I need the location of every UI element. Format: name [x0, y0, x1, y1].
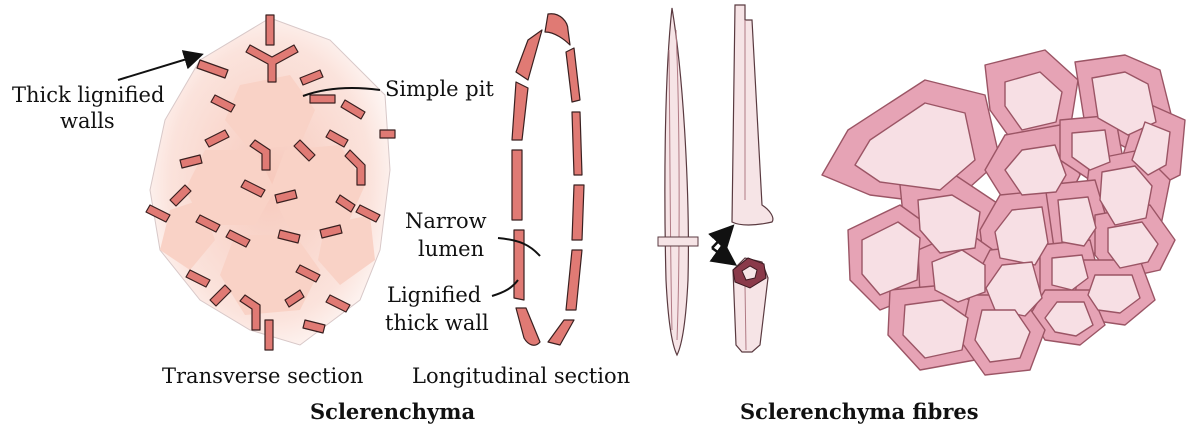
title-sclerenchyma-fibres: Sclerenchyma fibres — [740, 399, 979, 424]
fibre-cut-band — [657, 236, 699, 247]
label-narrow-lumen-line1: Narrow — [405, 209, 487, 233]
label-thick-lignified-walls-line2: walls — [60, 109, 115, 133]
narrow-lumen-leader — [497, 237, 541, 257]
fibre-long — [657, 7, 699, 357]
longitudinal-section — [511, 13, 585, 346]
fibre-bottom-piece — [732, 257, 769, 353]
fibre-mosaic — [821, 49, 1186, 376]
lignified-wall-leader — [491, 279, 519, 297]
transverse-section — [145, 14, 396, 351]
label-narrow-lumen-line2: lumen — [418, 237, 485, 261]
label-lignified-thick-wall-line1: Lignified — [387, 283, 482, 307]
label-thick-lignified-walls-line1: Thick lignified — [12, 83, 165, 107]
fibre-top-piece — [731, 4, 774, 226]
label-lignified-thick-wall-line2: thick wall — [385, 311, 489, 335]
label-simple-pit: Simple pit — [385, 77, 494, 101]
title-sclerenchyma: Sclerenchyma — [310, 399, 476, 424]
transverse-walls — [145, 14, 396, 351]
caption-transverse-section: Transverse section — [162, 364, 364, 388]
thick-walls-arrow — [117, 50, 204, 81]
fibre-arrow-down — [709, 241, 738, 266]
caption-longitudinal-section: Longitudinal section — [412, 364, 631, 388]
simple-pit-leader — [302, 87, 381, 97]
fibre-arrow-up — [708, 224, 735, 252]
